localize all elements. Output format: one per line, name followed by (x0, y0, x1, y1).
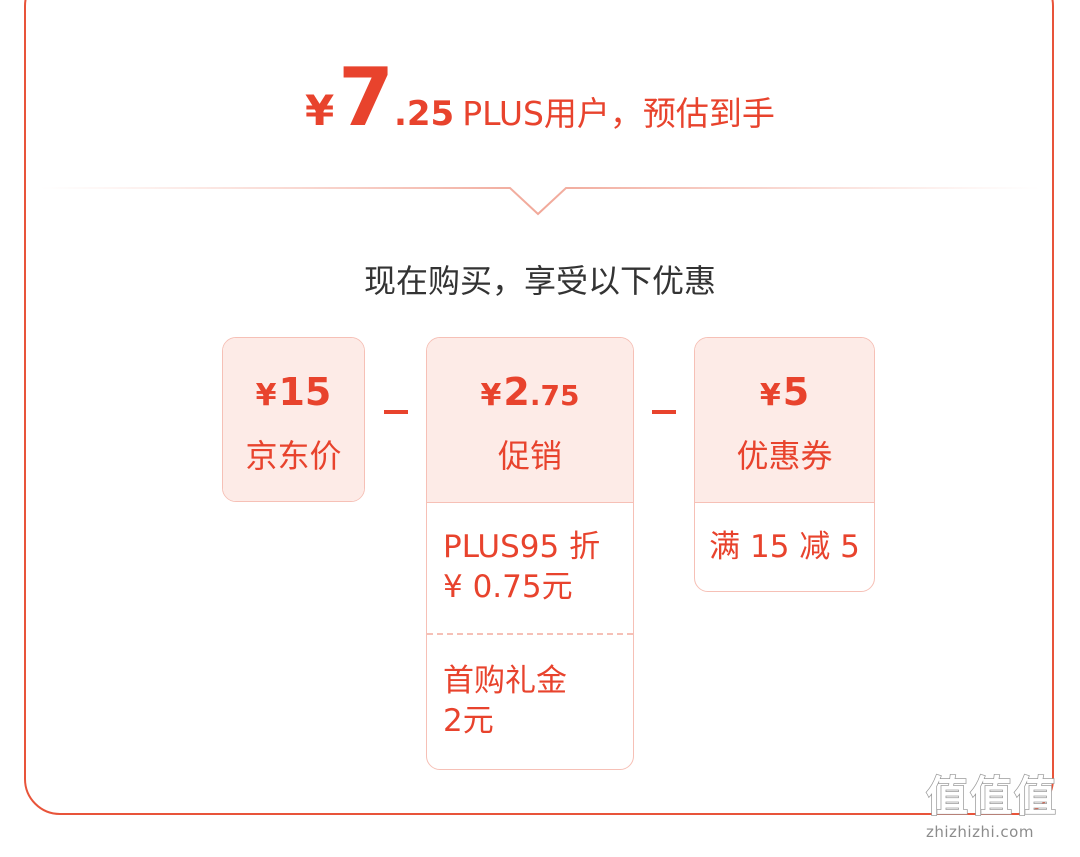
pointer-divider (40, 187, 1040, 216)
watermark-char: 值 (1013, 771, 1057, 822)
promotion-detail-gift: 首购礼金 2元 (443, 663, 567, 739)
promotion-amount: ¥2.75 (480, 370, 580, 414)
promotion-box: ¥2.75 促销 PLUS95 折 ¥ 0.75元 首购礼金 2元 (426, 337, 634, 770)
estimated-price-headline: ¥ 7 .25 PLUS用户，预估到手 (0, 58, 1080, 138)
promotion-detail-plus: PLUS95 折 ¥ 0.75元 (427, 503, 633, 635)
price-integer: 7 (338, 51, 394, 144)
plus-estimate-label: PLUS用户，预估到手 (462, 94, 775, 133)
coupon-box: ¥5 优惠券 满 15 减 5 (694, 337, 875, 592)
coupon-detail: 满 15 减 5 (709, 529, 860, 565)
coupon-amount: ¥5 (759, 370, 810, 414)
coupon-label: 优惠券 (736, 437, 833, 475)
minus-operator (652, 410, 676, 414)
jd-price-label: 京东价 (245, 437, 342, 475)
watermark-url: zhizhizhi.com (926, 823, 1034, 841)
jd-price-box: ¥15 京东价 (222, 337, 365, 502)
minus-operator (384, 410, 408, 414)
discount-subtitle: 现在购买，享受以下优惠 (363, 262, 716, 300)
currency-symbol: ¥ (305, 86, 335, 135)
jd-price-amount: ¥15 (255, 370, 332, 414)
price-decimal: .25 (393, 94, 455, 134)
watermark-char: 值 (969, 771, 1013, 822)
watermark-char: 值 (925, 771, 969, 822)
site-watermark: 值 值 值 zhizhizhi.com (925, 771, 1076, 852)
promotion-label: 促销 (497, 437, 562, 475)
